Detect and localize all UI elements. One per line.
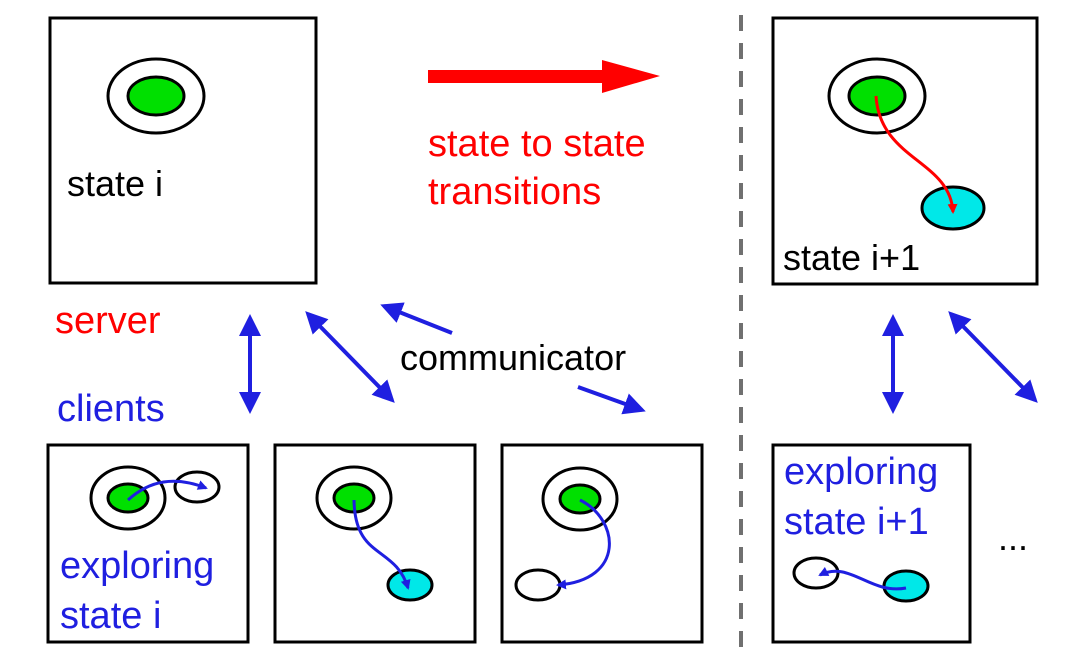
comm-arrow-6 (948, 311, 1038, 403)
clients-label: clients (57, 388, 165, 430)
transition-label-line2: transitions (428, 171, 601, 213)
server-label: server (55, 300, 161, 342)
ellipsis-label: ... (998, 517, 1028, 558)
comm-arrow-3 (380, 302, 453, 335)
client-box-1: exploring state i (46, 443, 250, 644)
outer-ring-icon (89, 465, 167, 531)
client-box-2 (273, 443, 477, 644)
exploring-label-1-line1: exploring (60, 545, 214, 587)
exploring-label-2-line1: exploring (784, 451, 938, 493)
client-box-4: exploring state i+1 (771, 443, 972, 644)
comm-arrow-4 (577, 385, 646, 415)
client-box-3 (500, 443, 704, 644)
outer-ring-icon (827, 57, 927, 135)
communicator-label: communicator (400, 337, 626, 378)
empty-state-icon (514, 568, 562, 602)
comm-arrow-2 (305, 311, 395, 403)
red-transition-path (874, 95, 958, 214)
outer-ring-icon (541, 466, 619, 532)
state-i1-label: state i+1 (783, 237, 920, 278)
exploring-label-1-line2: state i (60, 595, 161, 637)
server-state-i-box: state i (48, 16, 318, 285)
empty-state-icon (173, 470, 221, 504)
blue-exploration-path (352, 499, 411, 590)
outer-ring-icon (106, 57, 206, 135)
transition-label-line1: state to state (428, 123, 646, 165)
green-state-icon (126, 75, 186, 117)
transition-arrow (428, 60, 660, 93)
blue-exploration-path (818, 566, 907, 591)
cyan-state-icon (882, 569, 930, 603)
state-i-label: state i (67, 163, 163, 204)
empty-state-icon (792, 556, 840, 590)
outer-ring-icon (315, 465, 393, 531)
blue-exploration-path (556, 498, 611, 590)
blue-exploration-path (126, 479, 208, 502)
cyan-state-icon (386, 568, 434, 602)
server-state-i1-box: state i+1 (771, 16, 1039, 286)
exploring-label-2-line2: state i+1 (784, 501, 929, 543)
